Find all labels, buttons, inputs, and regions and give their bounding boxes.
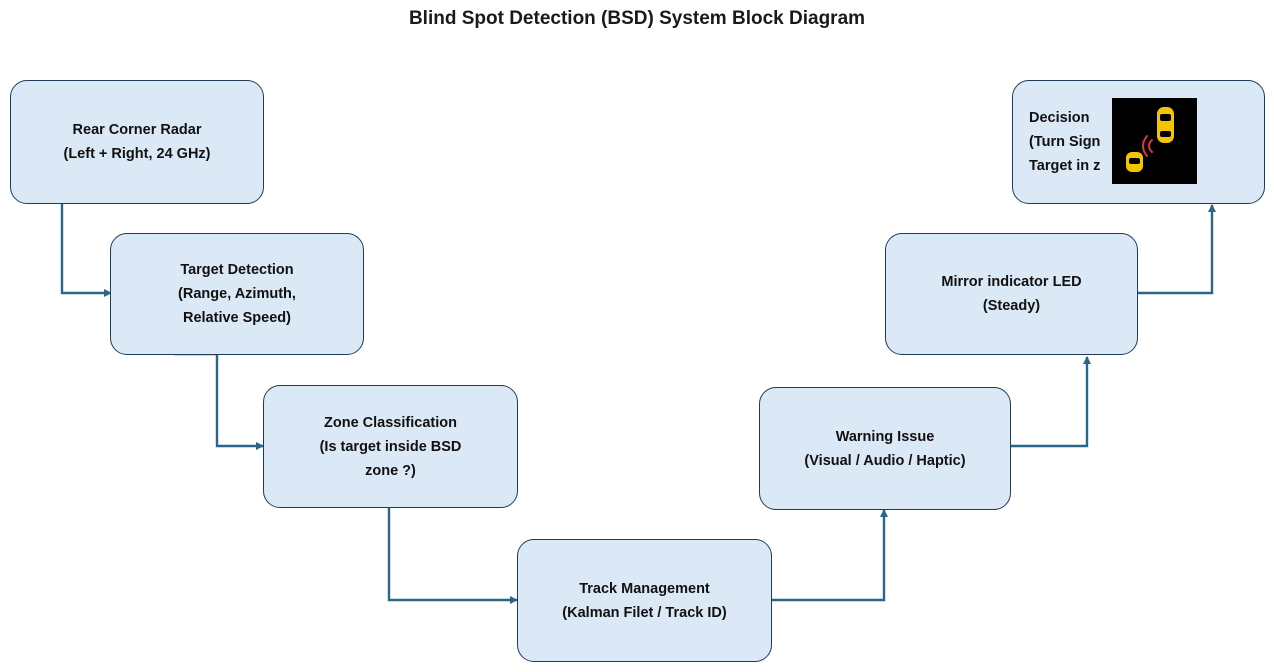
target-car-icon [1126,152,1143,172]
block-line: (Visual / Audio / Haptic) [804,452,966,469]
block-line: (Turn Sign [1029,134,1101,150]
connector-mirror-to-decision [1138,204,1216,295]
block-line: Relative Speed) [182,310,291,326]
block-line: Track Management [579,580,710,597]
radar-wave-icon [1142,135,1153,157]
block-line: (Kalman Filet / Track ID) [562,604,727,621]
block-line: zone ?) [365,462,416,479]
block-line: Decision [1029,110,1090,126]
mirror-indicator-led-block: Mirror indicator LED (Steady) [885,233,1138,355]
blind-spot-warning-icon [1112,98,1197,184]
block-line: Mirror indicator LED [941,274,1082,290]
diagram-title: Blind Spot Detection (BSD) System Block … [408,8,866,29]
block-line: (Is target inside BSD [319,438,462,455]
connector-detection-to-zone [174,352,264,450]
block-line: Target Detection [180,262,294,278]
warning-issue-block: Warning Issue (Visual / Audio / Haptic) [759,387,1011,510]
rear-corner-radar-block: Rear Corner Radar (Left + Right, 24 GHz) [10,80,264,204]
connector-track-to-warning [772,509,888,602]
block-line: Warning Issue [835,428,935,445]
connector-warning-to-mirror [1011,356,1091,448]
host-car-icon [1157,107,1174,143]
block-line: Rear Corner Radar [72,122,202,138]
target-detection-block: Target Detection (Range, Azimuth, Relati… [110,233,364,355]
connector-radar-to-detection [60,204,112,297]
block-line: (Left + Right, 24 GHz) [63,146,211,162]
zone-classification-block: Zone Classification (Is target inside BS… [263,385,518,508]
track-management-block: Track Management (Kalman Filet / Track I… [517,539,772,662]
block-line: Target in z [1029,158,1101,174]
block-line: (Steady) [982,298,1041,314]
connector-zone-to-track [387,508,518,604]
block-line: (Range, Azimuth, [178,286,296,302]
block-line: Zone Classification [324,414,457,431]
